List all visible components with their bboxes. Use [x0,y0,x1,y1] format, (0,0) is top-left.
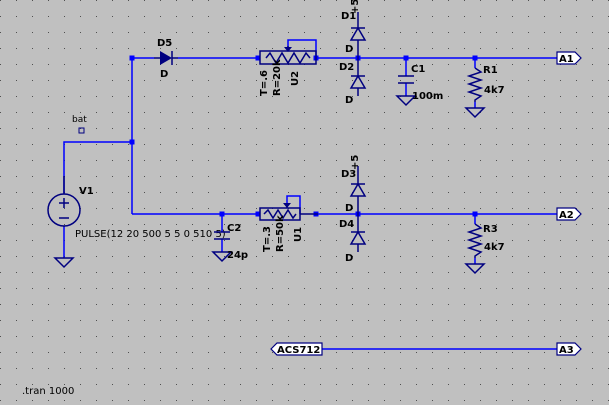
ground-c1 [395,95,417,107]
d3-model: D [345,203,353,214]
r3-label: R3 [483,224,498,235]
acs712-label: ACS712 [277,345,320,356]
d4-model: D [345,253,353,264]
potentiometer-u2[interactable] [259,46,317,65]
d1-label: D1 [341,11,356,22]
r1-label: R1 [483,65,498,76]
u2-label: U2 [290,71,301,86]
ground-v1 [53,257,75,269]
bat-net-label: bat [72,115,87,125]
d1-value: +5 [350,0,361,14]
d3-value: +5 [350,155,361,170]
c1-label: C1 [411,64,425,75]
port-a2-label: A2 [559,210,574,221]
diode-d4[interactable] [349,214,367,252]
spice-directive[interactable]: .tran 1000 [22,386,74,397]
u2-param1: T=.6 [259,70,270,96]
c1-value: 100m [412,91,443,102]
resistor-r1[interactable] [466,67,484,102]
diode-d1[interactable] [349,12,367,58]
d1-model: D [345,44,353,55]
r1-value: 4k7 [484,85,505,96]
diode-d2[interactable] [349,58,367,96]
d2-model: D [345,95,353,106]
ground-r3 [464,263,486,275]
d5-label: D5 [157,38,172,49]
potentiometer-u1[interactable] [259,203,318,221]
port-a2[interactable] [556,207,582,221]
u2-param2: R=20k [272,59,283,96]
d5-model: D [160,69,168,80]
d3-label: D3 [341,169,356,180]
v1-label: V1 [79,186,94,197]
c2-value: 24p [227,250,248,261]
diode-d3[interactable] [349,166,367,214]
v1-value: PULSE(12 20 500 5 5 0 510 5) [75,229,226,240]
diode-d5[interactable] [154,51,178,65]
capacitor-c1[interactable] [398,75,414,84]
net-flag-acs712[interactable] [270,342,323,356]
bat-net-marker [78,127,85,134]
port-a1[interactable] [556,51,582,65]
u1-label: U1 [293,227,304,242]
voltage-source-v1[interactable] [47,176,81,227]
u1-param1: T=.3 [262,226,273,252]
ground-c2 [211,251,233,263]
capacitor-c2[interactable] [214,231,230,240]
port-a1-label: A1 [559,54,574,65]
c2-label: C2 [227,223,241,234]
port-a3-label: A3 [559,345,574,356]
d2-label: D2 [339,62,354,73]
d4-label: D4 [339,219,354,230]
ground-r1 [464,107,486,119]
u1-param2: R=50k [275,215,286,252]
resistor-r3[interactable] [466,223,484,258]
port-a3[interactable] [556,342,582,356]
r3-value: 4k7 [484,242,505,253]
